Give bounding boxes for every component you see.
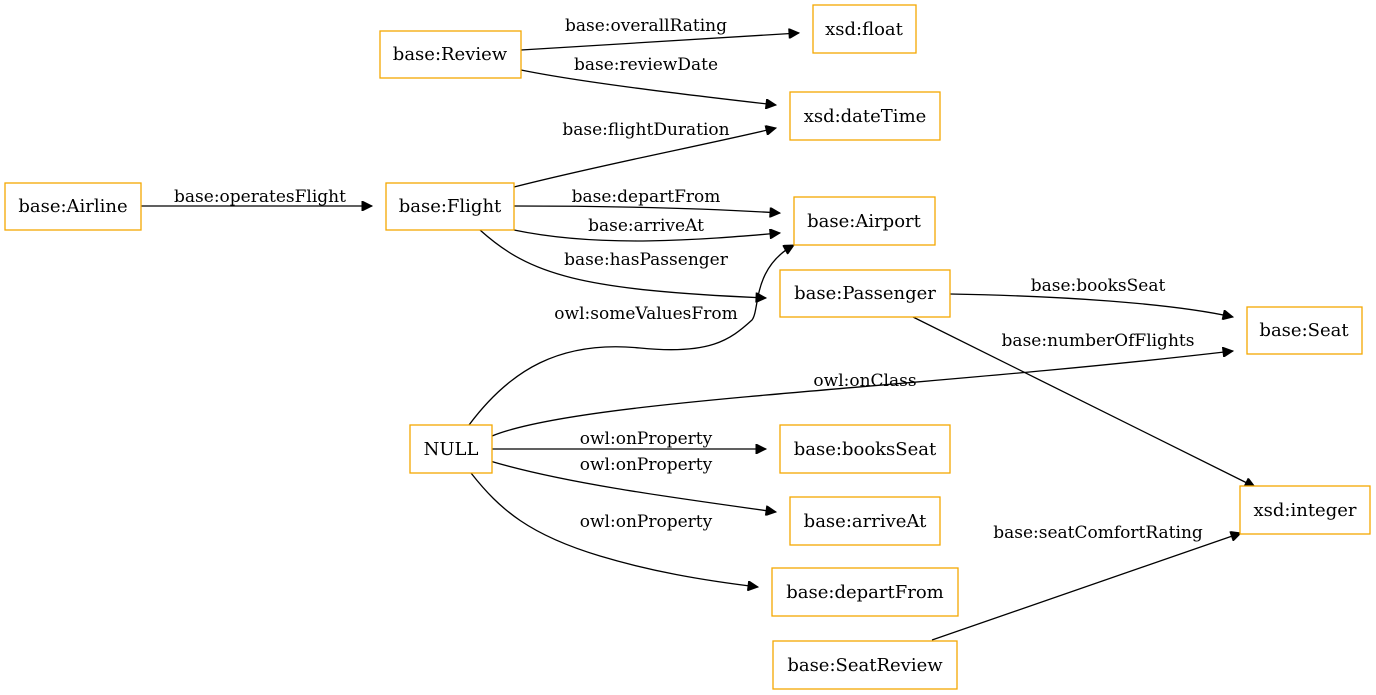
edge-review-date: base:reviewDate bbox=[520, 55, 776, 105]
edge-on-property-depart-from: owl:onProperty bbox=[470, 472, 758, 587]
node-airport[interactable]: base:Airport bbox=[793, 196, 936, 246]
edge-label-number-of-flights: base:numberOfFlights bbox=[1002, 331, 1195, 351]
edge-label-on-property-1: owl:onProperty bbox=[580, 429, 713, 449]
node-arrive-at[interactable]: base:arriveAt bbox=[789, 496, 941, 546]
svg-text:xsd:integer: xsd:integer bbox=[1254, 500, 1357, 521]
edge-overall-rating: base:overallRating bbox=[520, 16, 799, 51]
edge-on-property-arrive-at: owl:onProperty bbox=[489, 455, 776, 512]
edge-depart-from: base:departFrom bbox=[513, 187, 780, 213]
edge-label-flight-duration: base:flightDuration bbox=[562, 120, 729, 140]
edge-label-arrive-at: base:arriveAt bbox=[588, 216, 704, 236]
edge-label-on-property-2: owl:onProperty bbox=[580, 455, 713, 475]
edge-number-of-flights: base:numberOfFlights bbox=[912, 316, 1255, 488]
edge-some-values-from: owl:someValuesFrom bbox=[468, 244, 794, 426]
svg-text:base:Airport: base:Airport bbox=[807, 211, 922, 232]
edge-label-has-passenger: base:hasPassenger bbox=[564, 250, 729, 270]
edge-label-on-class: owl:onClass bbox=[813, 371, 916, 391]
edge-operates-flight: base:operatesFlight bbox=[141, 187, 372, 207]
node-airline[interactable]: base:Airline bbox=[4, 182, 142, 231]
edge-arrive-at: base:arriveAt bbox=[513, 216, 780, 242]
edge-books-seat: base:booksSeat bbox=[949, 276, 1233, 317]
edge-has-passenger: base:hasPassenger bbox=[479, 229, 766, 298]
node-depart-from[interactable]: base:departFrom bbox=[771, 567, 959, 617]
edge-flight-duration: base:flightDuration bbox=[513, 120, 776, 188]
node-seat[interactable]: base:Seat bbox=[1246, 306, 1363, 355]
node-null[interactable]: NULL bbox=[409, 424, 493, 474]
edge-on-property-books-seat: owl:onProperty bbox=[492, 429, 766, 449]
svg-text:base:Seat: base:Seat bbox=[1259, 320, 1349, 341]
edge-label-review-date: base:reviewDate bbox=[574, 55, 718, 75]
node-flight[interactable]: base:Flight bbox=[385, 182, 515, 231]
svg-text:base:arriveAt: base:arriveAt bbox=[804, 511, 927, 532]
svg-text:base:Review: base:Review bbox=[393, 44, 508, 65]
node-books-seat[interactable]: base:booksSeat bbox=[779, 424, 951, 474]
edge-label-on-property-3: owl:onProperty bbox=[580, 512, 713, 532]
edge-label-seat-comfort-rating: base:seatComfortRating bbox=[993, 523, 1203, 543]
svg-text:base:SeatReview: base:SeatReview bbox=[787, 655, 943, 676]
svg-text:xsd:float: xsd:float bbox=[825, 19, 904, 40]
edge-label-operates-flight: base:operatesFlight bbox=[174, 187, 346, 207]
edge-label-some-values-from: owl:someValuesFrom bbox=[554, 304, 737, 324]
node-xsd-datetime[interactable]: xsd:dateTime bbox=[789, 91, 941, 141]
node-seat-review[interactable]: base:SeatReview bbox=[772, 640, 958, 690]
node-passenger[interactable]: base:Passenger bbox=[779, 269, 951, 318]
svg-text:base:booksSeat: base:booksSeat bbox=[794, 439, 937, 460]
edge-label-books-seat: base:booksSeat bbox=[1031, 276, 1166, 296]
svg-text:base:Airline: base:Airline bbox=[18, 196, 127, 217]
svg-text:NULL: NULL bbox=[424, 439, 479, 460]
node-xsd-integer[interactable]: xsd:integer bbox=[1239, 485, 1371, 535]
node-review[interactable]: base:Review bbox=[379, 30, 522, 79]
svg-text:base:departFrom: base:departFrom bbox=[786, 582, 943, 603]
svg-text:base:Flight: base:Flight bbox=[399, 196, 502, 217]
svg-text:xsd:dateTime: xsd:dateTime bbox=[804, 106, 927, 127]
svg-text:base:Passenger: base:Passenger bbox=[794, 283, 936, 304]
edge-on-class: owl:onClass bbox=[491, 351, 1233, 437]
edge-label-depart-from: base:departFrom bbox=[572, 187, 721, 207]
node-xsd-float[interactable]: xsd:float bbox=[812, 4, 917, 54]
edge-label-overall-rating: base:overallRating bbox=[565, 16, 727, 36]
edge-seat-comfort-rating: base:seatComfortRating bbox=[931, 523, 1241, 641]
